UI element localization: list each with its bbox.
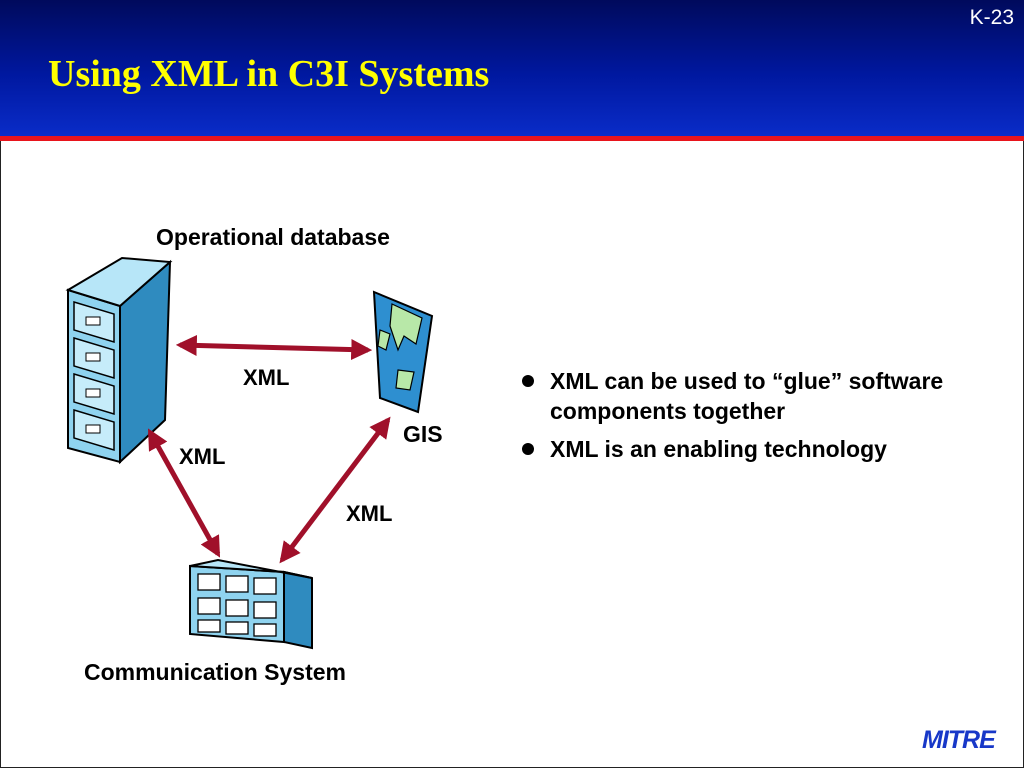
bullet-item: XML is an enabling technology (518, 434, 998, 464)
bullet-dot-icon (522, 443, 534, 455)
bullet-text: XML can be used to “glue” software compo… (550, 368, 944, 424)
communication-system-label: Communication System (84, 659, 346, 685)
edge-label-db-gis: XML (243, 365, 290, 390)
map-icon (372, 290, 434, 414)
bullet-item: XML can be used to “glue” software compo… (518, 366, 998, 426)
edge-label-gis-comm: XML (346, 501, 393, 526)
slide-title: Using XML in C3I Systems (48, 53, 490, 95)
bullet-text: XML is an enabling technology (550, 436, 887, 462)
bullet-dot-icon (522, 375, 534, 387)
arrow-db-comm (147, 428, 221, 558)
bullet-list: XML can be used to “glue” software compo… (518, 366, 998, 472)
gis-label: GIS (403, 421, 443, 447)
arrow-gis-comm (279, 416, 391, 564)
slide-number: K-23 (969, 6, 1014, 29)
mailbox-icon (189, 558, 313, 650)
slide-header (0, 0, 1024, 136)
mitre-logo: MITRE (922, 726, 996, 754)
edge-label-db-comm: XML (179, 444, 226, 469)
header-rule (0, 136, 1024, 141)
file-cabinet-icon (65, 256, 173, 465)
arrow-db-gis (175, 334, 373, 361)
database-label: Operational database (156, 224, 390, 250)
